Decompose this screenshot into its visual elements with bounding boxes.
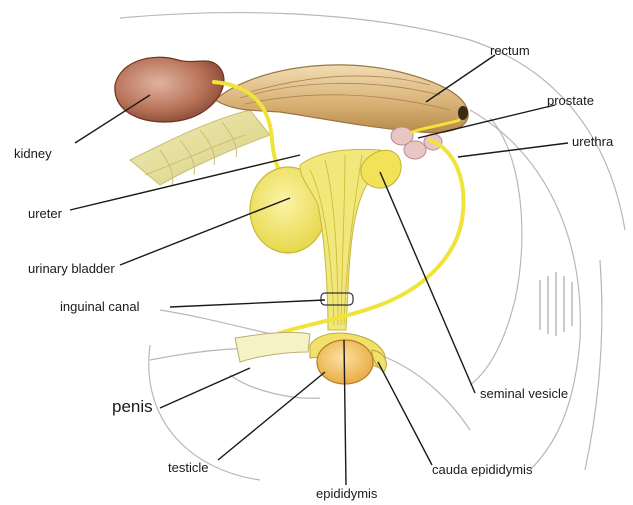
label-epididymis: epididymis [316, 486, 377, 502]
kidney-shape [115, 57, 224, 122]
label-testicle: testicle [168, 460, 208, 476]
label-ureter: ureter [28, 206, 62, 222]
label-prostate: prostate [547, 93, 594, 109]
label-inguinal-canal: inguinal canal [60, 299, 140, 315]
tail-hatching [540, 272, 572, 336]
label-urethra: urethra [572, 134, 613, 150]
label-penis: penis [112, 399, 153, 415]
label-rectum: rectum [490, 43, 530, 59]
label-kidney: kidney [14, 146, 52, 162]
label-cauda-epididymis: cauda epididymis [432, 462, 532, 478]
label-urinary-bladder: urinary bladder [28, 261, 115, 277]
penis-shape [235, 332, 310, 362]
label-seminal-vesicle: seminal vesicle [480, 386, 568, 402]
